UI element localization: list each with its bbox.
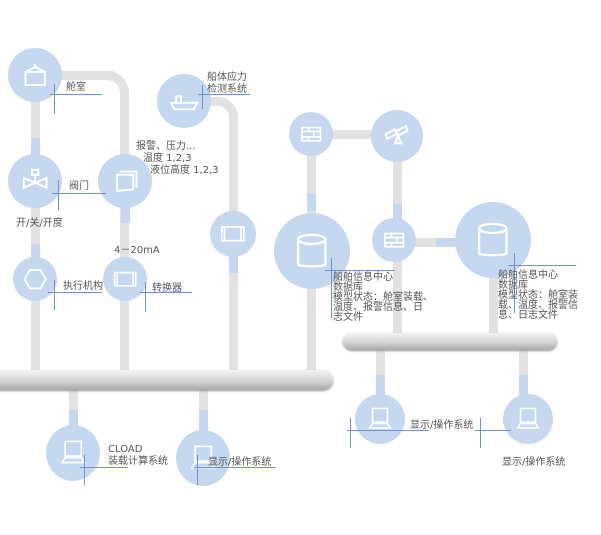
database-icon	[274, 213, 350, 289]
hull-stress-label: 检测系统	[207, 84, 247, 95]
pipe-segment	[436, 238, 456, 247]
db2-label: 模型状态：舱室装	[498, 290, 578, 301]
db2-label: 载、温度、报警信	[498, 300, 578, 311]
callout-line	[84, 455, 85, 485]
cload-label: 装载计算系统	[108, 456, 168, 467]
callout-line	[480, 418, 481, 448]
pipe-segment	[229, 255, 238, 273]
pipe-segment	[69, 410, 78, 430]
cabin-label: 舱室	[66, 82, 86, 93]
cabin-tank-icon	[8, 48, 62, 102]
transmitter-icon	[210, 211, 256, 257]
callout-line	[54, 84, 55, 114]
db1-label: 志文件	[333, 312, 363, 323]
pipe	[376, 348, 385, 398]
callout-line	[197, 455, 198, 485]
firewall-icon	[372, 218, 416, 262]
converter-label: 转换器	[152, 283, 182, 294]
signal-label: 4－20mA	[114, 245, 160, 256]
callout-line	[514, 253, 515, 313]
pipe-segment	[31, 138, 40, 156]
callout-line	[350, 418, 351, 448]
converter-icon	[103, 257, 147, 301]
db1-label: 模型状态：舱室装载、	[333, 292, 433, 303]
callout-line	[140, 292, 192, 293]
callout-line	[508, 265, 576, 266]
callout-line	[325, 270, 395, 271]
pipe-segment	[121, 205, 130, 223]
callout-line	[145, 282, 146, 312]
cload-label: CLOAD	[108, 444, 143, 455]
db1-label: 温度、报警信息、日	[333, 302, 423, 313]
alarm-label: 液位高度 1,2,3	[150, 165, 219, 176]
db1-label: 船舶信息中心	[333, 272, 393, 283]
pipe-segment	[307, 193, 316, 211]
computer-icon	[503, 394, 553, 444]
computer-icon	[176, 430, 230, 486]
display-label: 显示/操作系统	[502, 457, 566, 468]
database-icon	[455, 202, 531, 278]
valve-icon	[8, 154, 62, 208]
callout-line	[202, 85, 203, 109]
actuator-hexagon-icon	[13, 257, 57, 301]
callout-line	[48, 292, 102, 293]
main-bus	[0, 370, 333, 390]
pipe	[320, 130, 380, 139]
display-label: 显示/操作系统	[410, 420, 474, 431]
pipe	[410, 238, 460, 247]
valve-state-label: 开/关/开度	[16, 218, 63, 229]
pipe-segment	[199, 410, 208, 430]
secondary-bus	[343, 333, 557, 350]
pipe	[489, 260, 498, 335]
pipe-segment	[519, 375, 528, 397]
display-label: 显示/操作系统	[208, 457, 272, 468]
pipe-segment	[376, 375, 385, 397]
callout-line	[58, 180, 59, 210]
pipe	[519, 348, 528, 398]
db2-label: 数据库	[498, 280, 528, 291]
pipe	[55, 71, 115, 80]
callout-line	[198, 94, 250, 95]
alarm-label: 温度 1,2,3	[143, 153, 192, 164]
computer-icon	[46, 425, 100, 481]
actuator-label: 执行机构	[63, 281, 103, 292]
satellite-icon	[371, 110, 423, 162]
pipe-segment	[393, 204, 402, 222]
hull-stress-label: 船体应力	[207, 72, 247, 83]
sensor-icon	[98, 154, 152, 208]
pipe	[31, 80, 40, 370]
valve-label: 阀门	[69, 181, 89, 192]
callout-line	[194, 467, 276, 468]
callout-line	[331, 258, 332, 318]
callout-line	[475, 430, 511, 431]
callout-line	[52, 193, 106, 194]
callout-line	[54, 280, 55, 310]
db2-label: 船舶信息中心	[498, 270, 558, 281]
firewall-icon	[289, 112, 333, 156]
callout-line	[50, 94, 102, 95]
db1-label: 数据库	[333, 282, 363, 293]
pipe-segment	[31, 244, 40, 258]
alarm-label: 报警、压力...	[136, 141, 196, 152]
callout-line	[80, 467, 128, 468]
callout-line	[347, 430, 429, 431]
computer-icon	[355, 394, 405, 444]
db2-label: 息、日志文件	[498, 310, 558, 321]
